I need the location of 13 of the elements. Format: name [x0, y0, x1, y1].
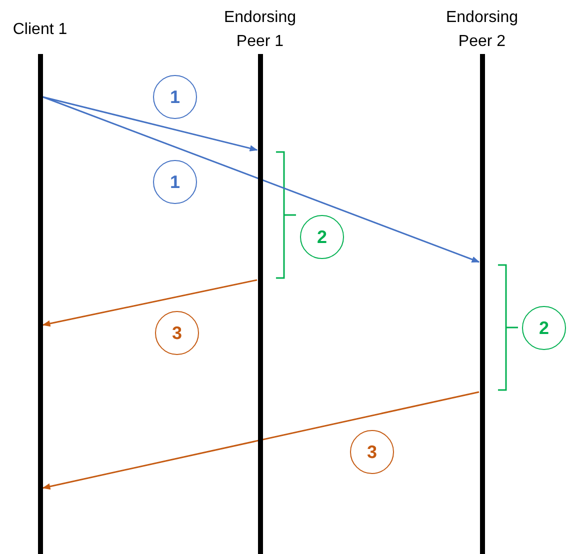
arrow — [42, 279, 258, 327]
participant-label: Endorsing Peer 2 — [444, 8, 520, 52]
arrow — [42, 96, 480, 263]
step-number: 3 — [350, 430, 394, 474]
participant-label: Client 1 — [12, 20, 68, 40]
step-number: 1 — [153, 75, 197, 119]
step-number: 3 — [155, 311, 199, 355]
arrow — [42, 96, 258, 152]
step-number: 1 — [153, 160, 197, 204]
step-number: 2 — [522, 306, 566, 350]
step-number: 2 — [300, 215, 344, 259]
arrow — [42, 391, 480, 490]
participant-label: Endorsing Peer 1 — [222, 8, 298, 52]
